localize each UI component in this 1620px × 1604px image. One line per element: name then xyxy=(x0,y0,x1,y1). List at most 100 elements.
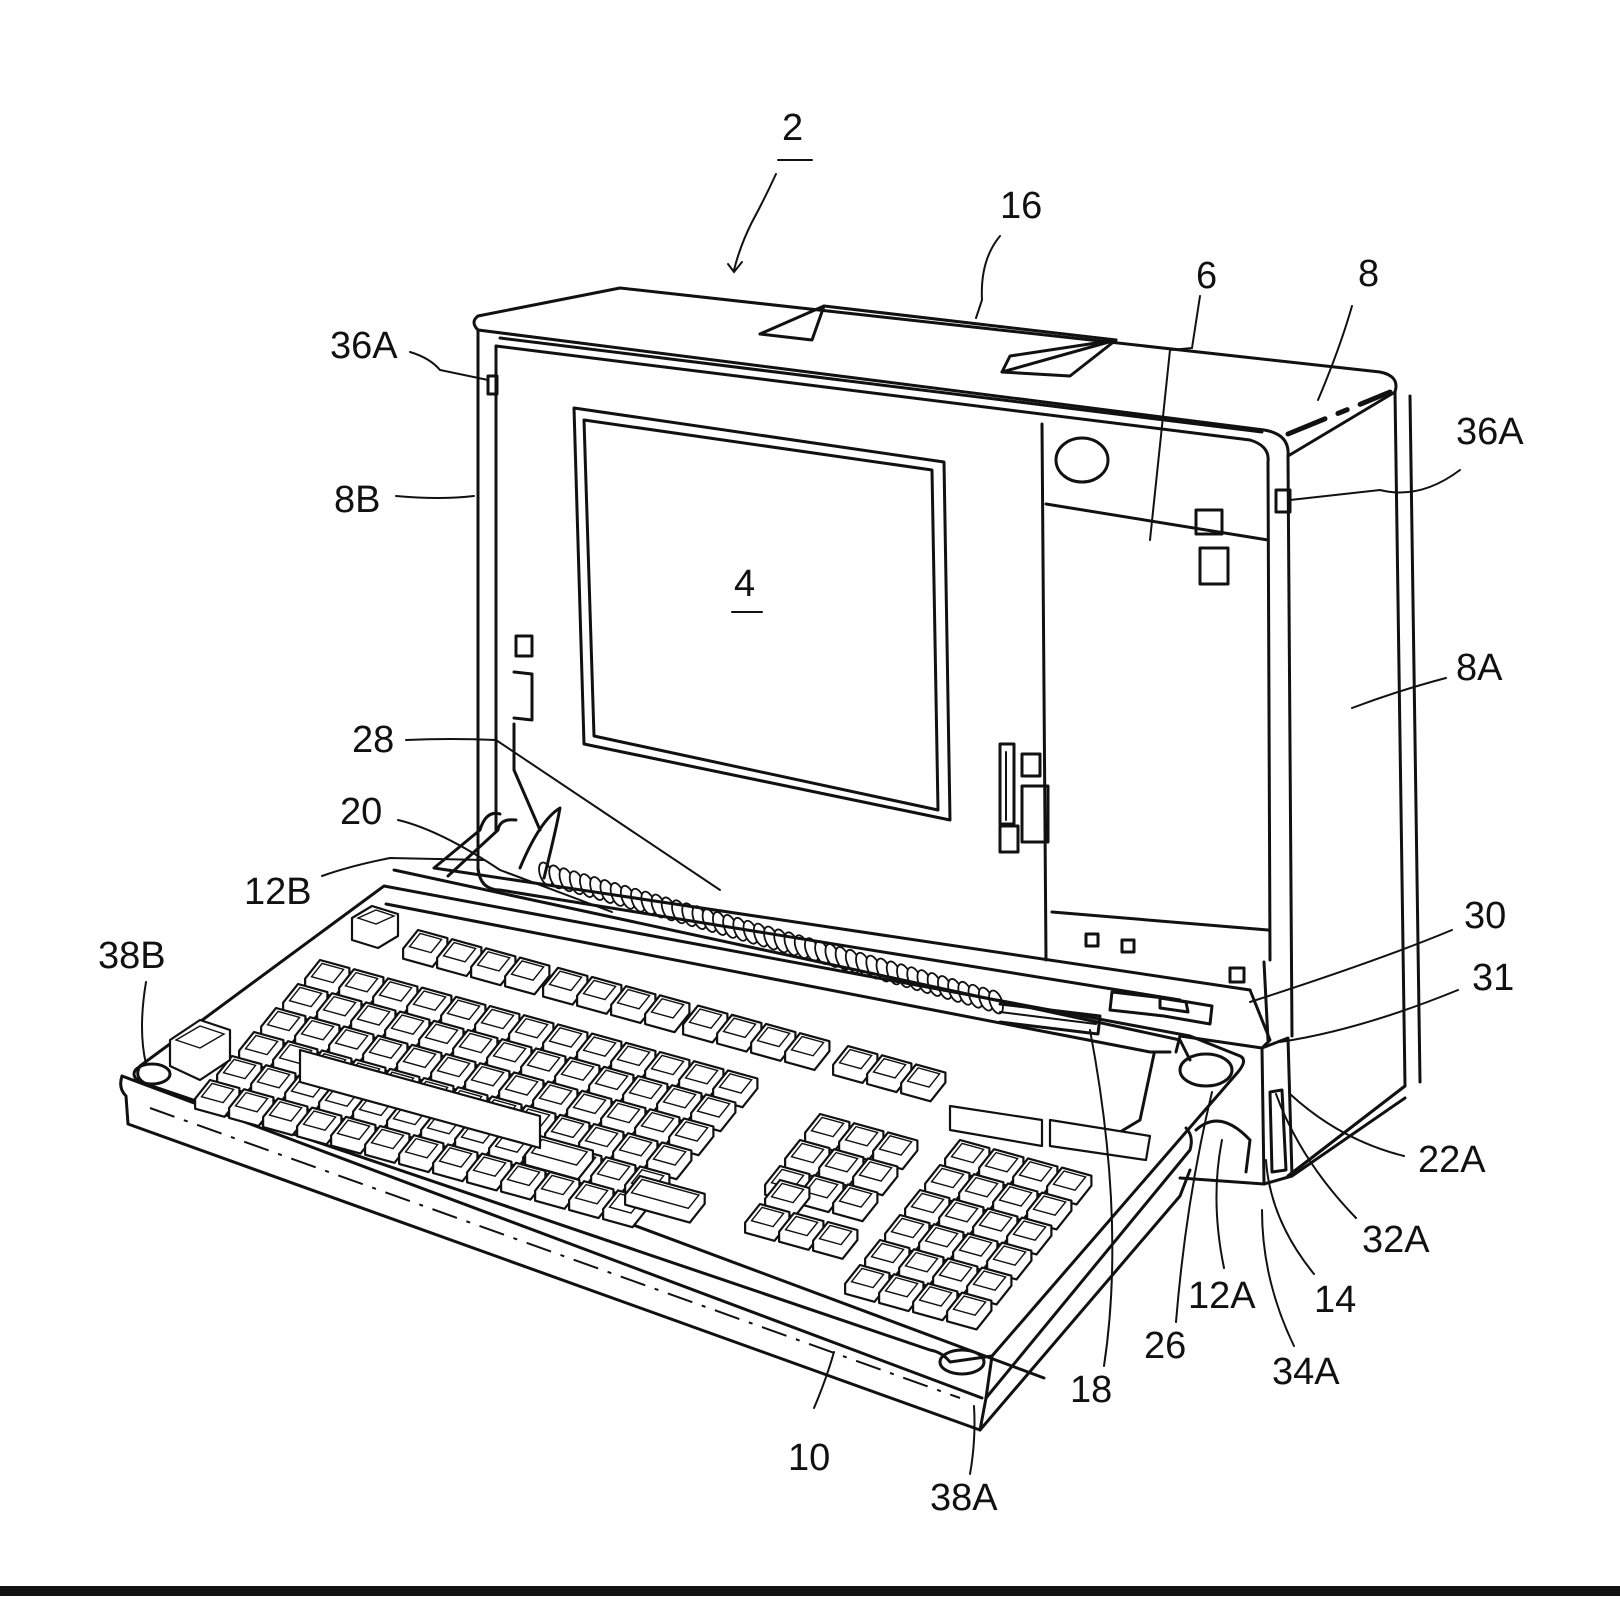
keyboard-key-top xyxy=(750,1206,785,1228)
label-8: 8 xyxy=(1358,253,1379,295)
keyboard-key-top xyxy=(628,1078,663,1100)
keyboard-key xyxy=(832,1183,879,1223)
keyboard-key-top xyxy=(256,1067,291,1089)
keyboard-key-top xyxy=(470,1065,505,1087)
keyboard-key-top xyxy=(650,997,685,1019)
keyboard-key-top xyxy=(688,1008,723,1030)
keyboard-key-top xyxy=(234,1091,269,1113)
label-14: 14 xyxy=(1314,1279,1356,1321)
keyboard-key-top xyxy=(548,970,583,992)
keyboard-key-top xyxy=(616,1045,651,1067)
keyboard-key xyxy=(784,1032,831,1072)
label-32A: 32A xyxy=(1362,1219,1430,1261)
keyboard-key-top xyxy=(244,1034,279,1056)
keyboard-key xyxy=(1046,1166,1093,1206)
label-18: 18 xyxy=(1070,1369,1112,1411)
keyboard-key-top xyxy=(370,1128,405,1150)
keyboard-key-top xyxy=(540,1174,575,1196)
keyboard-key xyxy=(900,1063,947,1103)
keyboard-key-top xyxy=(790,1035,825,1057)
keyboard-key-top xyxy=(722,1017,757,1039)
label-30: 30 xyxy=(1464,895,1506,937)
keyboard-key-top xyxy=(770,1182,805,1204)
keyboard-key-top xyxy=(402,1047,437,1069)
keyboard-key-top xyxy=(684,1063,719,1085)
page-bottom-rule xyxy=(0,1586,1620,1596)
keyboard-key-top xyxy=(652,1145,687,1166)
keyboard-key-top xyxy=(930,1167,965,1189)
keyboard-key-top xyxy=(964,1176,999,1198)
keyboard-key-top xyxy=(438,1147,473,1168)
keyboard-key-top xyxy=(944,1201,979,1223)
keyboard-key-top xyxy=(662,1087,697,1109)
keyboard-key xyxy=(712,1069,759,1109)
keyboard-key-top xyxy=(1032,1195,1067,1217)
label-26: 26 xyxy=(1144,1325,1186,1367)
keyboard-key xyxy=(524,1134,595,1181)
keyboard-key xyxy=(646,1141,693,1181)
display-screen xyxy=(572,406,952,822)
keyboard-key-top xyxy=(878,1135,913,1156)
label-12B: 12B xyxy=(244,871,312,913)
keyboard-key-top xyxy=(850,1267,885,1289)
keyboard-key-top xyxy=(718,1073,753,1094)
keyboard-key-top xyxy=(972,1270,1007,1292)
label-16: 16 xyxy=(1000,185,1042,227)
keyboard-key-top xyxy=(844,1125,879,1147)
keyboard-key-top xyxy=(606,1102,641,1124)
keyboard-key-top xyxy=(442,941,477,963)
keyboard-key-top xyxy=(446,999,481,1021)
keyboard-key-top xyxy=(310,962,345,984)
keyboard-key-top xyxy=(200,1082,235,1104)
keyboard-key-top xyxy=(514,1017,549,1039)
keyboard-key-top xyxy=(472,1156,507,1178)
keyboard-key-top xyxy=(574,1183,609,1205)
base-tray xyxy=(432,811,1407,1186)
keyboard-key-top xyxy=(344,971,379,993)
keyboard-key-top xyxy=(924,1226,959,1248)
keyboard-key xyxy=(1026,1191,1073,1231)
keyboard-key-top xyxy=(596,1159,631,1181)
left-panel-details xyxy=(512,634,542,832)
keyboard-key-top xyxy=(1012,1220,1047,1242)
label-20: 20 xyxy=(340,791,382,833)
keyboard-key-top xyxy=(476,950,511,972)
label-34A: 34A xyxy=(1272,1351,1340,1393)
keyboard xyxy=(119,868,1245,1432)
keyboard-key-top xyxy=(404,1137,439,1159)
label-36A-right: 36A xyxy=(1456,411,1524,453)
keyboard-key-top xyxy=(266,1010,301,1032)
keyboard-key-top xyxy=(560,1060,595,1082)
keyboard-key-top xyxy=(872,1057,907,1079)
keyboard-key xyxy=(966,1266,1013,1306)
label-28: 28 xyxy=(352,719,394,761)
keyboard-key-top xyxy=(408,932,443,954)
label-38B: 38B xyxy=(98,935,166,977)
keyboard-key-top xyxy=(884,1276,919,1298)
keyboard-key-top xyxy=(890,1217,925,1239)
keyboard-key-top xyxy=(594,1069,629,1091)
keyboard-key-top xyxy=(510,960,545,981)
keyboard-key-top xyxy=(436,1056,471,1078)
keyboard-key-top xyxy=(300,1019,335,1041)
label-22A: 22A xyxy=(1418,1139,1486,1181)
label-4: 4 xyxy=(734,563,755,605)
label-10: 10 xyxy=(788,1437,830,1479)
keyboard-key-top xyxy=(952,1295,987,1317)
keyboard-key-top xyxy=(222,1058,257,1080)
keyboard-key-top xyxy=(650,1054,685,1076)
keyboard-key-top xyxy=(302,1110,337,1132)
leader-lines xyxy=(141,173,1461,1475)
keyboard-key-top xyxy=(322,995,357,1017)
keyboard-key-top xyxy=(998,1186,1033,1207)
keyboard-key xyxy=(624,1174,706,1224)
label-2: 2 xyxy=(782,107,803,149)
keyboard-key-top xyxy=(810,1116,845,1138)
keyboard-key-top xyxy=(984,1151,1019,1173)
keyboard-key-top xyxy=(572,1093,607,1115)
keyboard-key-top xyxy=(696,1097,731,1118)
keyboard-key-top xyxy=(904,1251,939,1273)
keyboard-key-top xyxy=(288,986,323,1008)
keyboard-key-top xyxy=(390,1014,425,1036)
